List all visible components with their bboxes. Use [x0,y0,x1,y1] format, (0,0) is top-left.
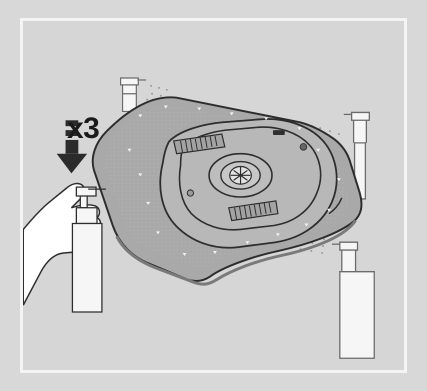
spray-count-label: x3 [67,114,99,144]
mop-plate-icon [93,97,362,281]
cleaning-diagram [23,21,404,370]
illustration-frame: x3 [20,18,407,373]
spray-bottle-icon [332,242,374,358]
center-hub [209,154,272,197]
